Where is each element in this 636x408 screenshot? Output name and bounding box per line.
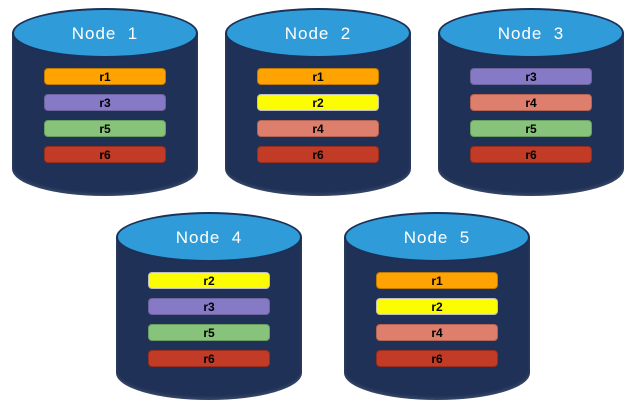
- partition-bar: r6: [470, 146, 592, 163]
- partition-bar: r2: [257, 94, 379, 111]
- partition-bar: r1: [257, 68, 379, 85]
- partition-list: r1 r3 r5 r6: [12, 68, 198, 163]
- cylinder-body: [116, 237, 302, 400]
- partition-bar: r5: [44, 120, 166, 137]
- partition-list: r3 r4 r5 r6: [438, 68, 624, 163]
- partition-bar: r5: [148, 324, 270, 341]
- cylinder-top: Node 1: [12, 8, 198, 58]
- partition-bar: r1: [376, 272, 498, 289]
- db-node-1: Node 1 r1 r3 r5 r6: [12, 8, 198, 196]
- partition-list: r1 r2 r4 r6: [344, 272, 530, 367]
- cylinder-body: [344, 237, 530, 400]
- partition-bar: r6: [44, 146, 166, 163]
- db-node-3: Node 3 r3 r4 r5 r6: [438, 8, 624, 196]
- partition-list: r1 r2 r4 r6: [225, 68, 411, 163]
- cylinder-body: [225, 33, 411, 196]
- partition-bar: r4: [257, 120, 379, 137]
- partition-bar: r6: [257, 146, 379, 163]
- node-title: Node 5: [403, 228, 471, 247]
- partition-bar: r2: [148, 272, 270, 289]
- partition-bar: r4: [470, 94, 592, 111]
- db-node-2: Node 2 r1 r2 r4 r6: [225, 8, 411, 196]
- partition-list: r2 r3 r5 r6: [116, 272, 302, 367]
- cylinder-body: [12, 33, 198, 196]
- partition-bar: r6: [148, 350, 270, 367]
- partition-bar: r4: [376, 324, 498, 341]
- partition-bar: r6: [376, 350, 498, 367]
- partition-bar: r2: [376, 298, 498, 315]
- cylinder-top: Node 3: [438, 8, 624, 58]
- node-title: Node 3: [497, 24, 565, 43]
- node-title: Node 1: [71, 24, 139, 43]
- cylinder-top: Node 5: [344, 212, 530, 262]
- node-title: Node 4: [175, 228, 243, 247]
- partition-bar: r5: [470, 120, 592, 137]
- partition-bar: r3: [44, 94, 166, 111]
- node-title: Node 2: [284, 24, 352, 43]
- partition-bar: r3: [470, 68, 592, 85]
- partition-bar: r1: [44, 68, 166, 85]
- db-node-5: Node 5 r1 r2 r4 r6: [344, 212, 530, 400]
- cylinder-top: Node 2: [225, 8, 411, 58]
- cylinder-top: Node 4: [116, 212, 302, 262]
- db-node-4: Node 4 r2 r3 r5 r6: [116, 212, 302, 400]
- cylinder-body: [438, 33, 624, 196]
- partition-bar: r3: [148, 298, 270, 315]
